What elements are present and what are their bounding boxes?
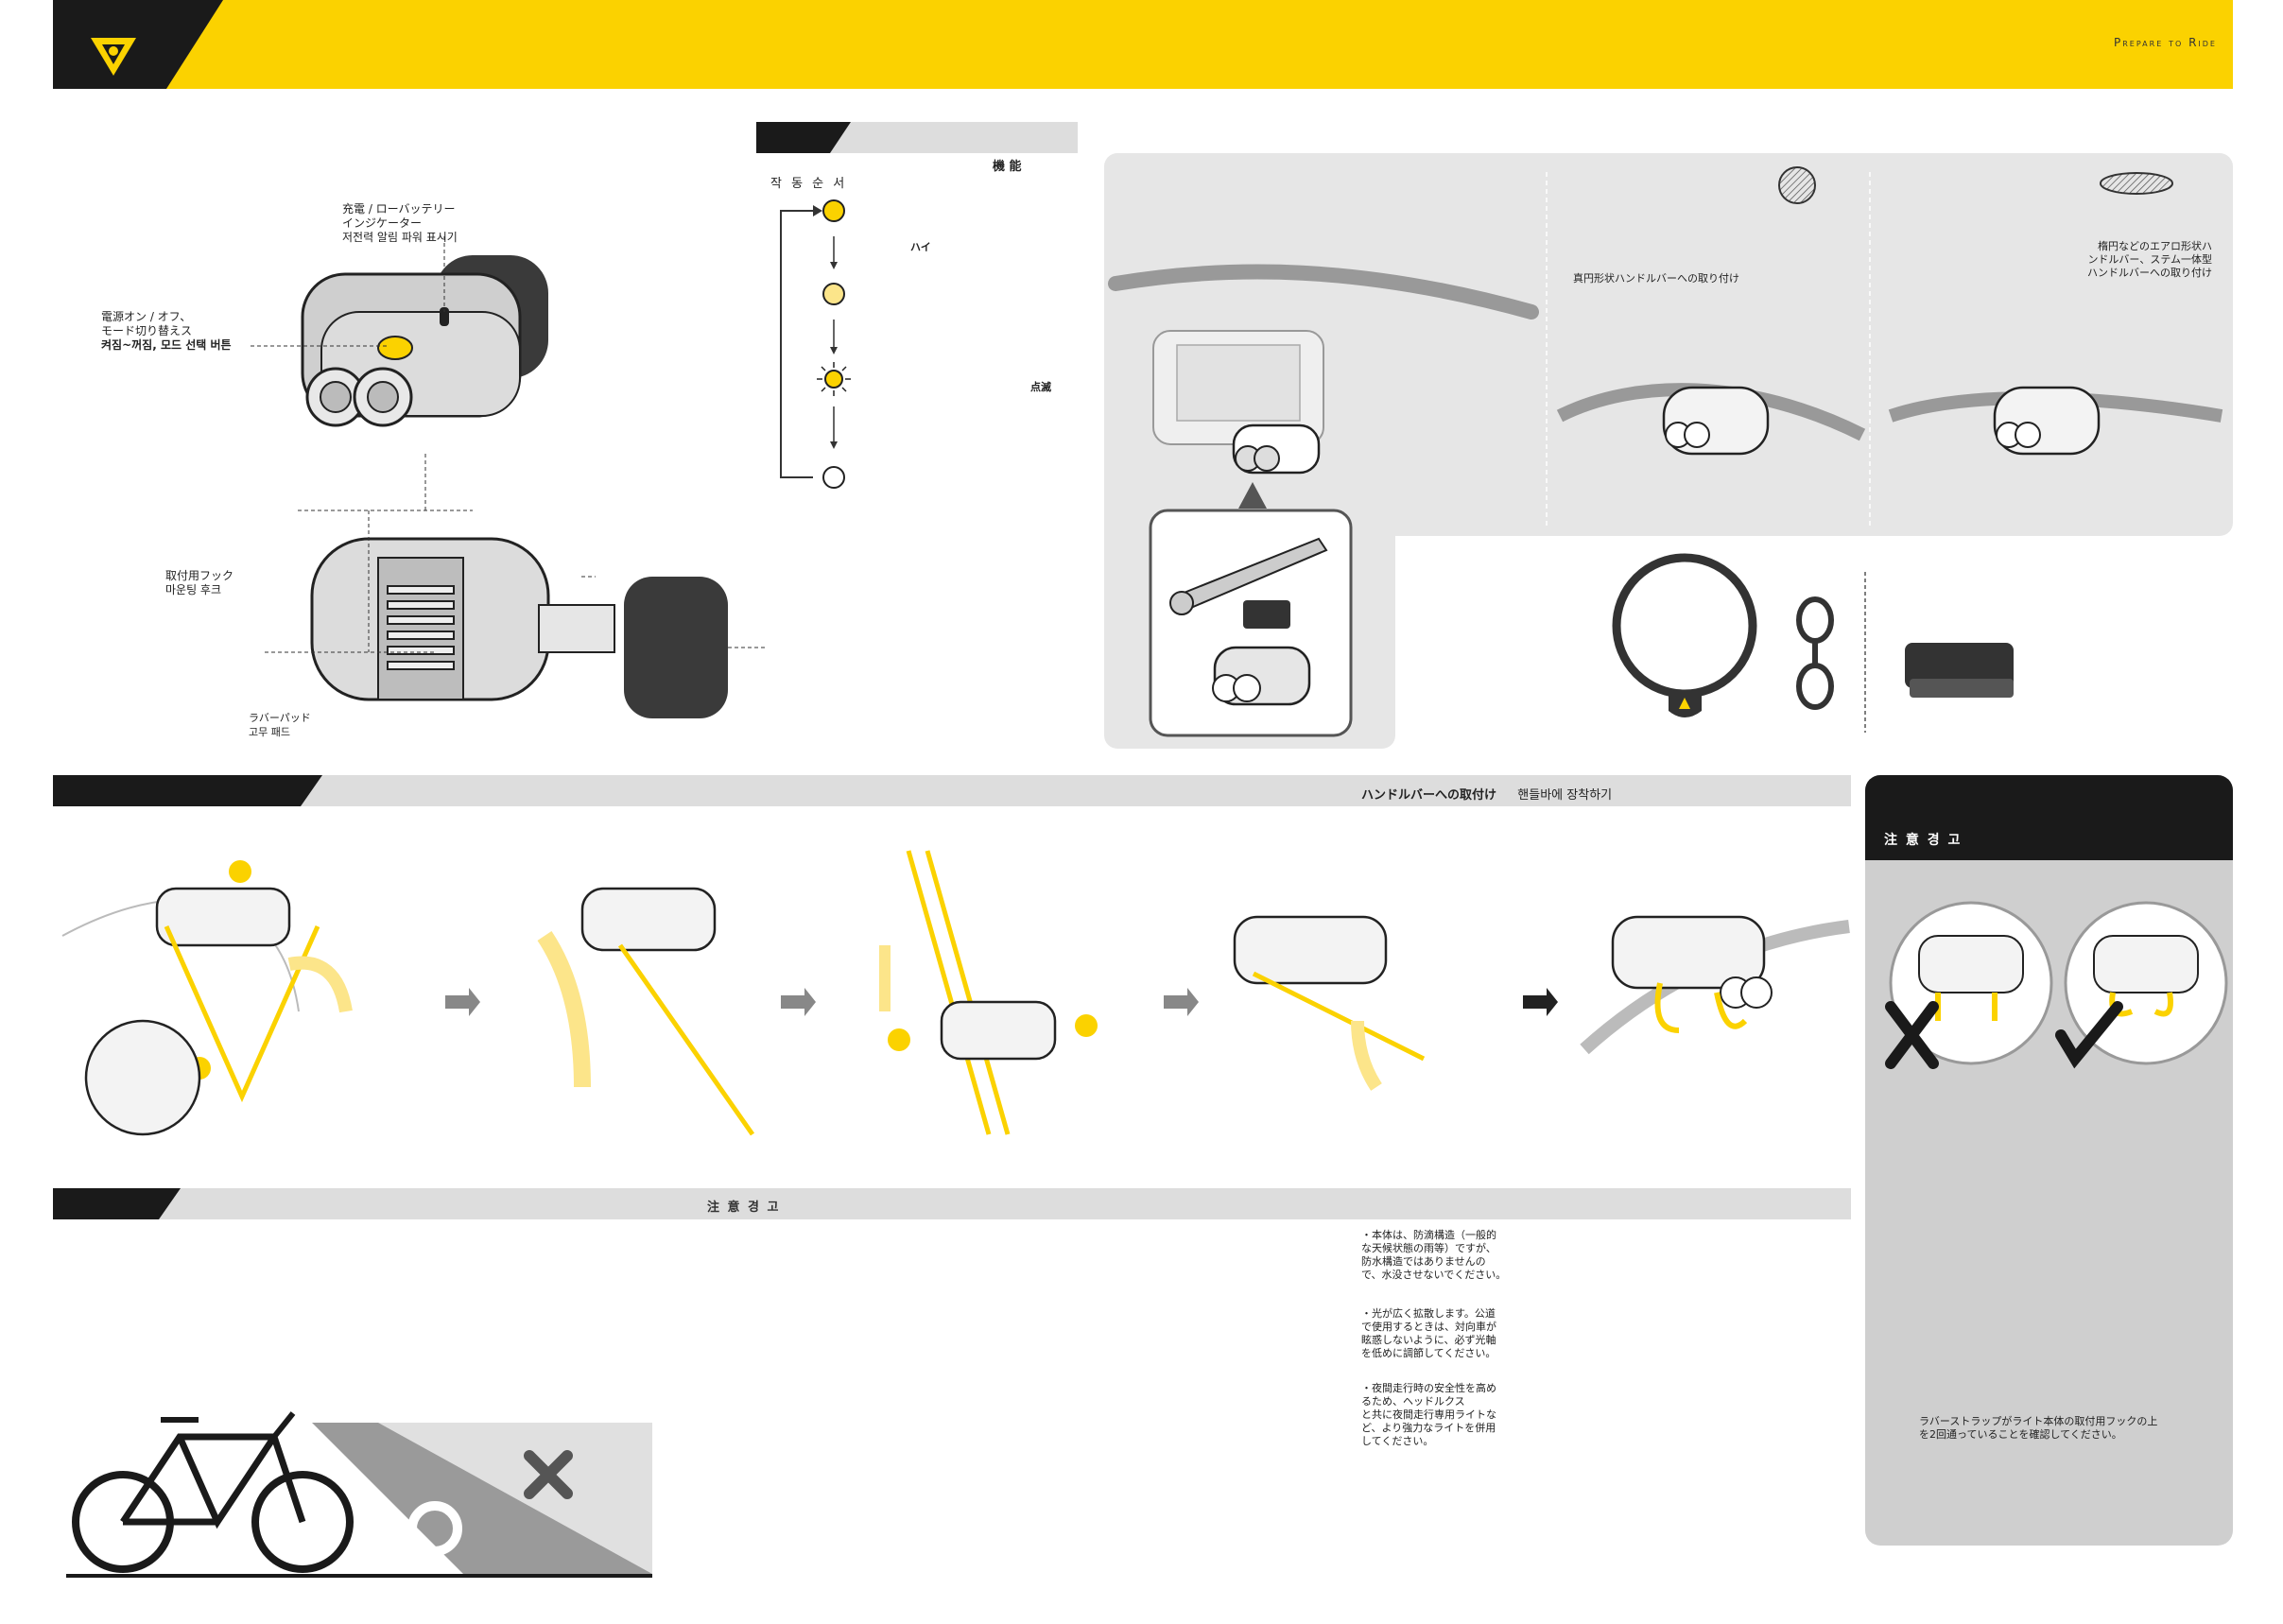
caution-p2-line-1: ・光が広く拡散します。公道 bbox=[1361, 1307, 1496, 1320]
install-step-1 bbox=[61, 860, 353, 1136]
caution-side-header bbox=[1865, 775, 2233, 860]
computer-mount-illustration bbox=[1108, 264, 1539, 475]
pad-label-line-2: 고무 패드 bbox=[249, 726, 290, 738]
caution-p3-line-3: と共に夜間走行専用ライトな bbox=[1361, 1408, 1496, 1421]
caution-side-note: ラバーストラップがライト本体の取付用フックの上 を2回通っていることを確認してく… bbox=[1919, 1415, 2157, 1442]
step-arrow-1 bbox=[445, 988, 480, 1016]
tagline: Prepare to Ride bbox=[2114, 36, 2217, 49]
install-title-jp: ハンドルバーへの取付け bbox=[1361, 788, 1497, 803]
brand-logo-block bbox=[53, 0, 223, 89]
aero-bar-mount-illustration bbox=[1888, 386, 2223, 456]
caution-p2-line-3: 眩惑しないように、必ず光軸 bbox=[1361, 1334, 1496, 1346]
accessory-rubber-strap bbox=[1796, 596, 1834, 710]
caution-p3-line-2: るため、ヘッドルクス bbox=[1361, 1395, 1465, 1408]
indicator-label: 充電 / ローバッテリー インジケーター 저전력 알림 파워 표시기 bbox=[342, 202, 458, 245]
power-label-line-1: 電源オン / オフ、 bbox=[101, 310, 192, 323]
caution-bottom-title: 注 意 경 고 bbox=[707, 1201, 781, 1215]
step-arrow-4 bbox=[1523, 988, 1558, 1016]
install-step-3 bbox=[879, 850, 1098, 1135]
aero-bar-label: 楕円などのエアロ形状ハ ンドルバー、ステム一体型 ハンドルバーへの取り付け bbox=[2080, 240, 2212, 280]
correct-mark-icon bbox=[2055, 1001, 2123, 1069]
power-label-line-2: モード切り替えス bbox=[101, 324, 193, 337]
caution-p1-line-2: な天候状態の雨等）ですが、 bbox=[1361, 1242, 1496, 1254]
mode-flash-indicator bbox=[824, 370, 843, 389]
caution-paragraph-1: ・本体は、防滴構造（一般的 な天候状態の雨等）ですが、 防水構造ではありませんの… bbox=[1361, 1229, 1506, 1282]
install-title-kr: 핸들바에 장착하기 bbox=[1517, 788, 1613, 803]
mount-kit-callout bbox=[1149, 482, 1353, 737]
caution-bottom-header-bar bbox=[53, 1188, 1851, 1219]
mode-off-indicator bbox=[822, 466, 845, 489]
wrong-mark-icon bbox=[1885, 1001, 1939, 1069]
install-step-5 bbox=[1580, 915, 1850, 1055]
beam-angle-illustration bbox=[66, 1411, 652, 1578]
aero-label-line-2: ンドルバー、ステム一体型 bbox=[2087, 253, 2212, 266]
caution-paragraph-3: ・夜間走行時の安全性を高め るため、ヘッドルクス と共に夜間走行専用ライトな ど… bbox=[1361, 1382, 1496, 1448]
function-header-tab bbox=[756, 122, 851, 153]
caution-p2-line-4: を低めに調節してください。 bbox=[1361, 1347, 1496, 1359]
caution-p1-line-1: ・本体は、防滴構造（一般的 bbox=[1361, 1229, 1496, 1241]
install-header-bar bbox=[53, 775, 1851, 806]
caution-strap-comparison bbox=[1885, 901, 2228, 1069]
power-button-label: 電源オン / オフ、 モード切り替えス 켜짐~꺼짐, 모드 선택 버튼 bbox=[101, 310, 232, 353]
caution-p2-line-2: で使用するときは、対向車が bbox=[1361, 1321, 1496, 1333]
power-label-line-3: 켜짐~꺼짐, 모드 선택 버튼 bbox=[101, 338, 232, 352]
caution-side-panel bbox=[1865, 775, 2233, 1546]
mode-high-indicator bbox=[822, 199, 845, 222]
install-steps-illustration bbox=[61, 850, 1850, 1136]
install-header-tab bbox=[53, 775, 322, 806]
accessory-ring-mount bbox=[1612, 553, 1757, 717]
light-unit-exploded-illustration bbox=[310, 537, 728, 718]
step-arrow-3 bbox=[1164, 988, 1199, 1016]
caution-p3-line-4: ど、より強力なライトを併用 bbox=[1361, 1422, 1496, 1434]
step-arrow-2 bbox=[781, 988, 816, 1016]
round-bar-mount-illustration bbox=[1556, 383, 1866, 456]
caution-bottom-header-tab bbox=[53, 1188, 181, 1219]
mounting-hook-label: 取付用フック 마운팅 후크 bbox=[165, 569, 233, 597]
light-unit-illustration bbox=[301, 255, 548, 427]
mode-high-label: ハイ bbox=[910, 241, 931, 253]
caution-p3-line-5: してください。 bbox=[1361, 1435, 1434, 1447]
mode-flash-label: 点滅 bbox=[1030, 381, 1051, 393]
install-step-2 bbox=[537, 887, 755, 1136]
header-bar bbox=[53, 0, 2233, 89]
aero-label-line-3: ハンドルバーへの取り付け bbox=[2087, 267, 2212, 279]
beam-correct-circle-icon bbox=[407, 1501, 462, 1556]
function-title: 機 能 bbox=[993, 160, 1022, 174]
caution-p1-line-4: で、水没させないでください。 bbox=[1361, 1269, 1507, 1281]
install-title: ハンドルバーへの取付け 핸들바에 장착하기 bbox=[1361, 785, 1612, 803]
install-step-4 bbox=[1233, 915, 1426, 1091]
beam-wrong-cross-icon bbox=[524, 1450, 573, 1499]
caution-paragraph-2: ・光が広く拡散します。公道 で使用するときは、対向車が 眩惑しないように、必ず光… bbox=[1361, 1307, 1496, 1360]
indicator-label-line-2: インジケーター bbox=[342, 216, 423, 230]
caution-p1-line-3: 防水構造ではありませんの bbox=[1361, 1255, 1486, 1268]
caution-side-note-line-1: ラバーストラップがライト本体の取付用フックの上 bbox=[1919, 1415, 2158, 1427]
aero-label-line-1: 楕円などのエアロ形状ハ bbox=[2098, 240, 2212, 252]
round-bar-icon bbox=[1778, 166, 1816, 204]
hook-label-line-2: 마운팅 후크 bbox=[165, 583, 222, 596]
mode-sequence-diagram bbox=[780, 199, 851, 489]
sequence-label: 작 동 순 서 bbox=[770, 177, 848, 191]
round-bar-label: 真円形状ハンドルバーへの取り付け bbox=[1573, 272, 1739, 285]
aero-bar-icon bbox=[2100, 172, 2173, 195]
rubber-pad-label: ラバーパッド 고무 패드 bbox=[249, 711, 311, 739]
indicator-label-line-1: 充電 / ローバッテリー bbox=[342, 202, 456, 216]
pad-label-line-1: ラバーパッド bbox=[249, 712, 311, 724]
caution-side-title: 注 意 경 고 bbox=[1884, 833, 1963, 848]
caution-side-note-line-2: を2回通っていることを確認してください。 bbox=[1919, 1428, 2122, 1441]
hook-label-line-1: 取付用フック bbox=[165, 569, 234, 582]
mode-low-indicator bbox=[822, 283, 845, 305]
caution-p3-line-1: ・夜間走行時の安全性を高め bbox=[1361, 1382, 1496, 1394]
accessory-rubber-pad bbox=[1905, 643, 2014, 698]
indicator-label-line-3: 저전력 알림 파워 표시기 bbox=[342, 231, 458, 244]
